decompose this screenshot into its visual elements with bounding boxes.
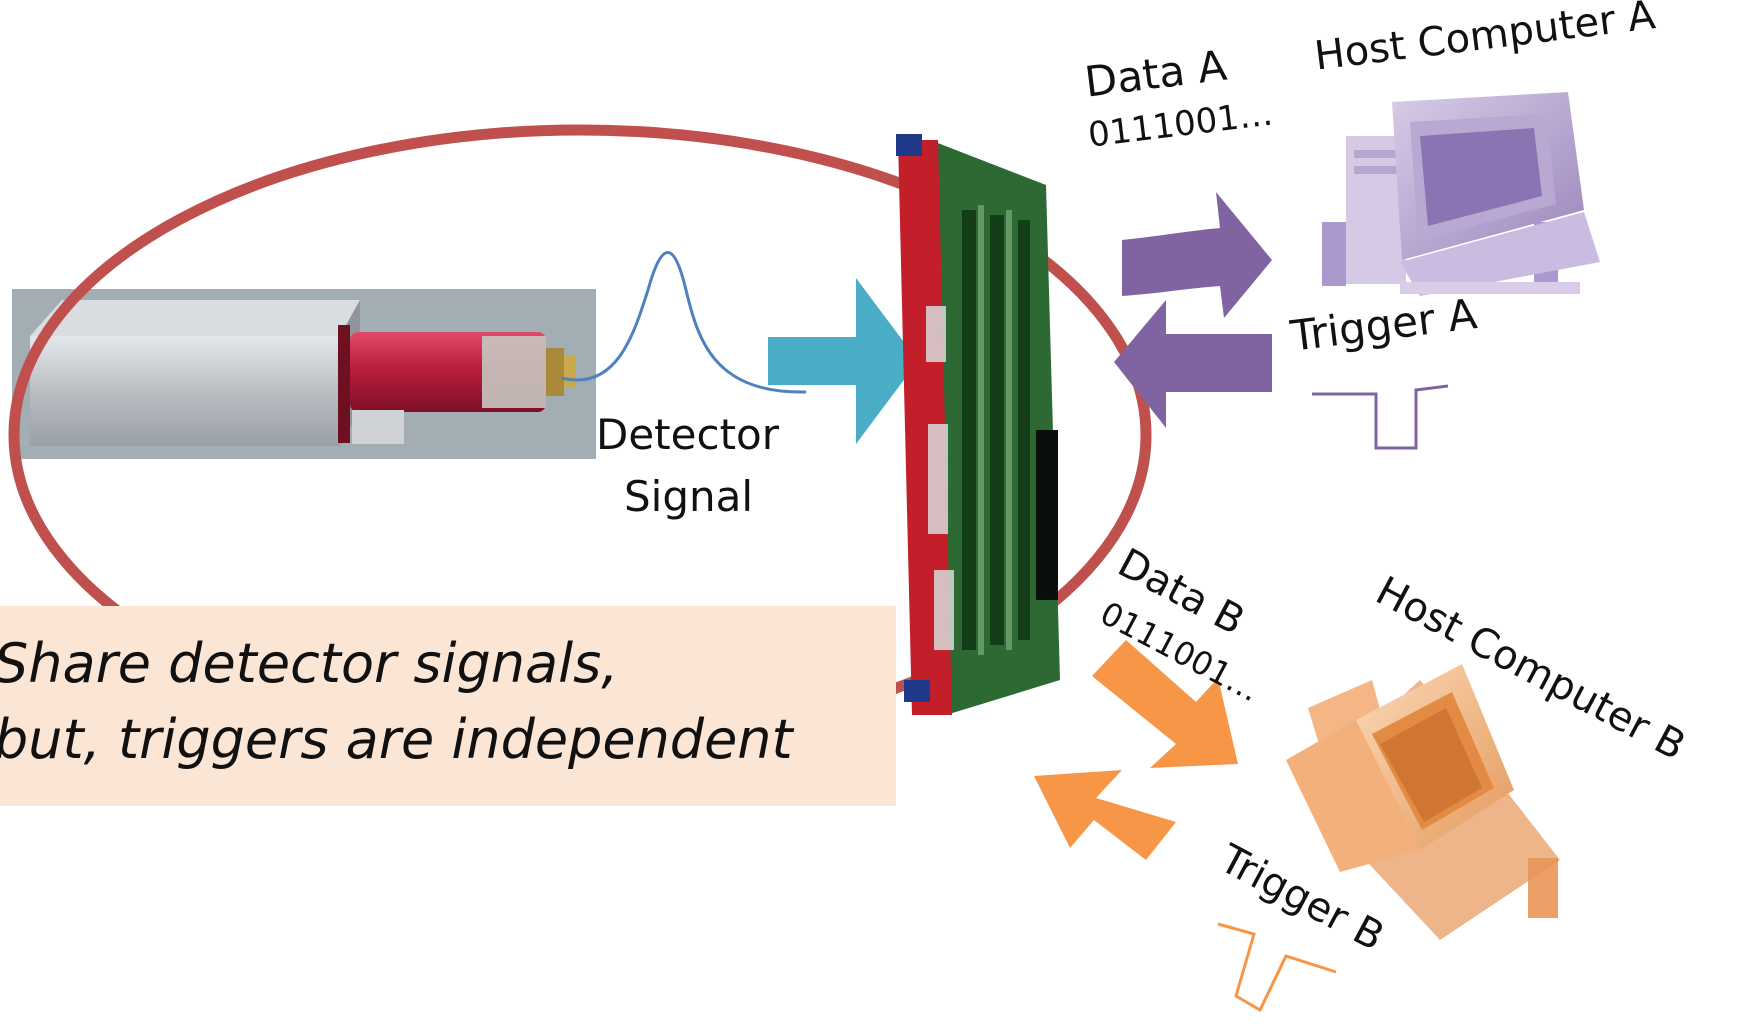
detector-photo xyxy=(12,289,596,459)
detector-signal-label-line2: Signal xyxy=(624,472,754,521)
trigger-a-pulse xyxy=(1312,384,1449,450)
host-computer-a-icon xyxy=(1322,92,1600,296)
trigger-a-arrow xyxy=(1114,300,1272,428)
host-computer-b-icon xyxy=(1286,664,1560,940)
trigger-b-arrow xyxy=(1034,770,1176,860)
data-a-arrow xyxy=(1122,192,1272,318)
detector-pulse-waveform xyxy=(561,251,807,394)
digitizer-board xyxy=(896,134,1060,715)
signal-input-arrow xyxy=(768,278,918,444)
callout-line-2: but, triggers are independent xyxy=(0,708,793,771)
callout-line-1: Share detector signals, xyxy=(0,632,619,695)
detector-signal-label-line1: Detector xyxy=(596,410,780,459)
callout-box: Share detector signals, but, triggers ar… xyxy=(0,606,896,806)
data-b-arrow xyxy=(1092,640,1238,768)
trigger-b-pulse xyxy=(1217,922,1337,1013)
